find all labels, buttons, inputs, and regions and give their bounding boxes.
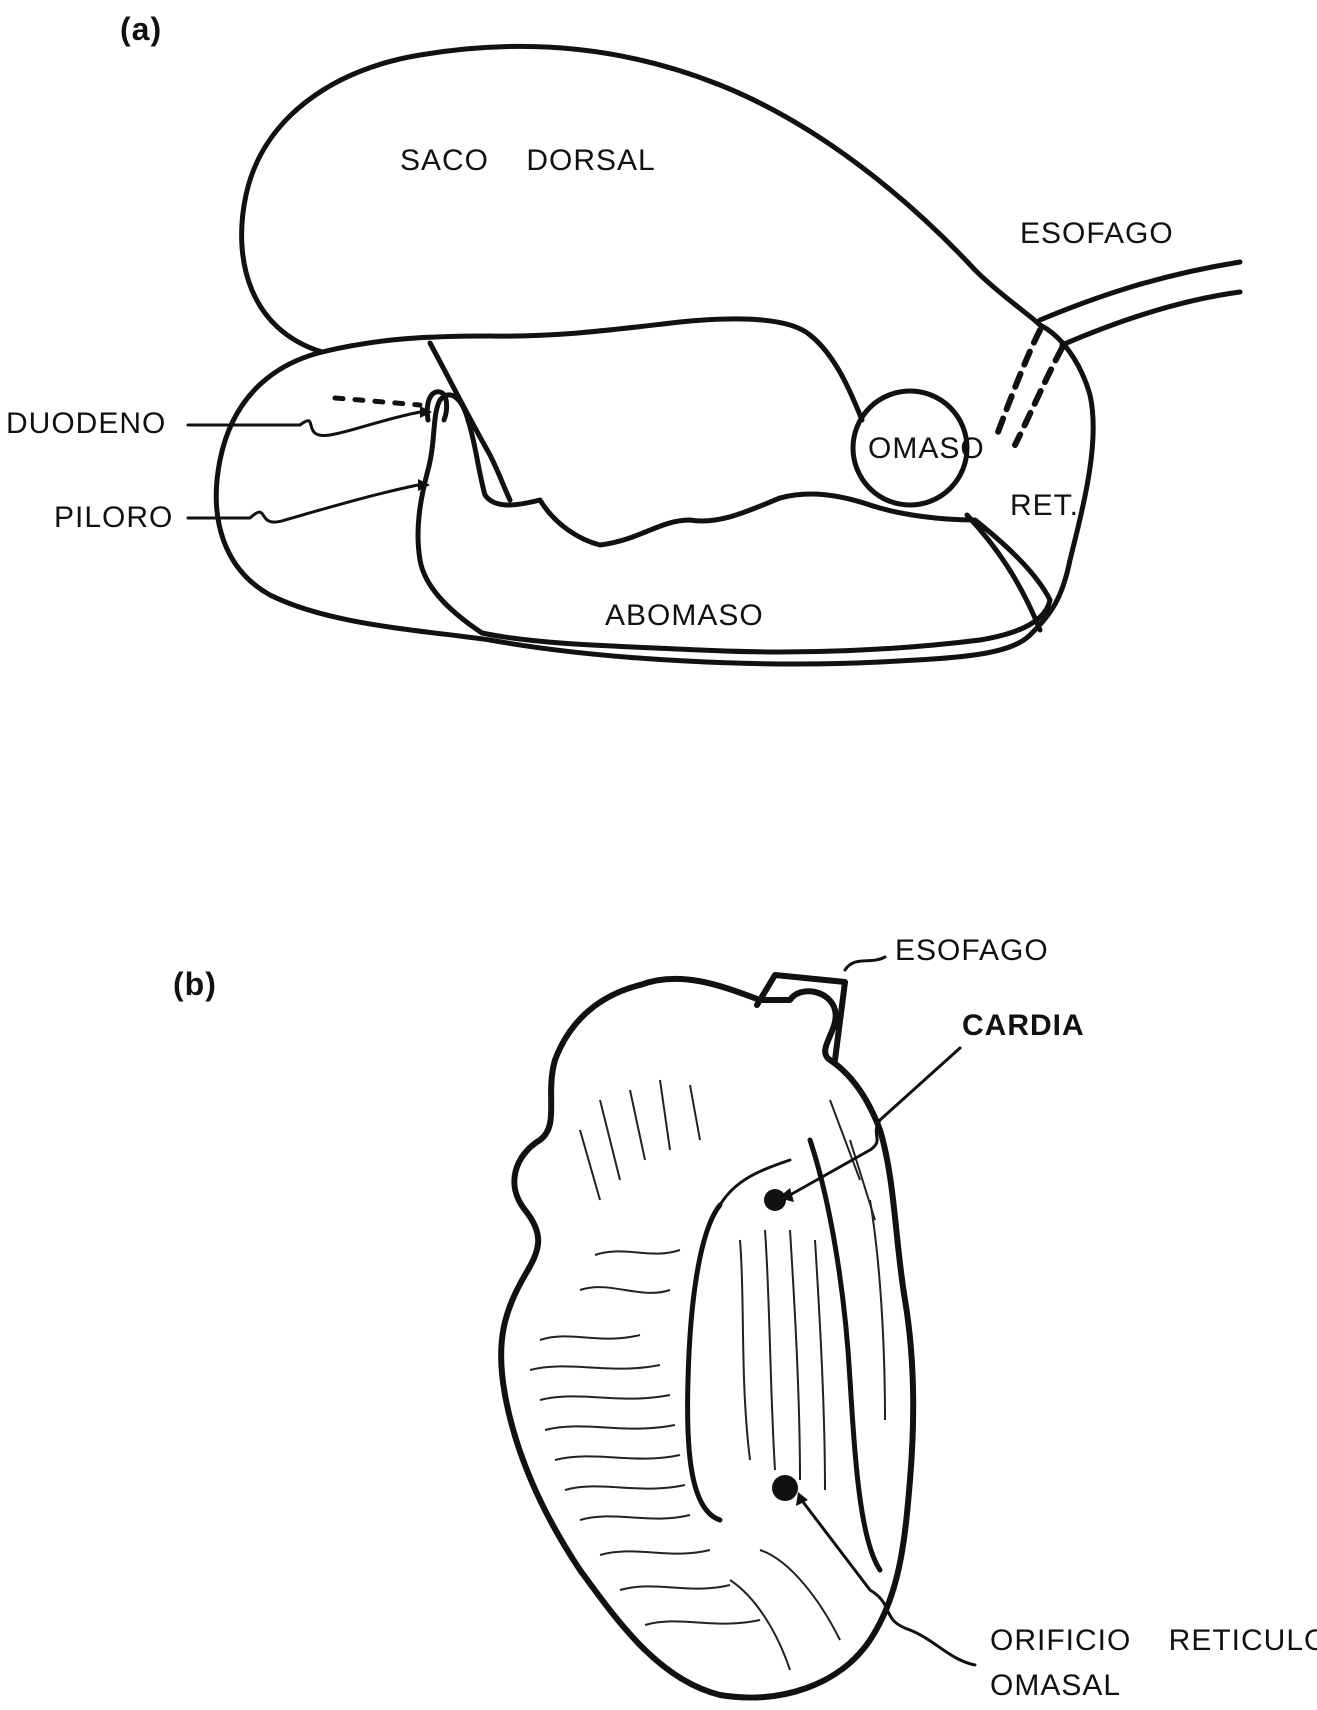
abomaso-label: ABOMASO bbox=[605, 599, 764, 632]
esofago-stub bbox=[757, 975, 845, 1060]
cardia-dot bbox=[764, 1189, 786, 1211]
piloro-leader bbox=[188, 485, 418, 522]
orificio-label-line2: OMASAL bbox=[990, 1669, 1121, 1702]
esofago-b-leader bbox=[845, 957, 885, 970]
esofago-label: ESOFAGO bbox=[1020, 217, 1174, 250]
piloro-label: PILORO bbox=[54, 501, 173, 534]
duodeno-label: DUODENO bbox=[6, 407, 166, 440]
saco-dorsal-outline bbox=[242, 46, 1040, 352]
panel-a: (a) SACO DORSAL ESOFAGO DUODE bbox=[6, 11, 1240, 664]
panel-b: (b) bbox=[173, 934, 1317, 1702]
reticulo-outline bbox=[501, 979, 913, 1698]
esofago-tube-upper bbox=[1040, 262, 1240, 320]
orificio-label-line1: ORIFICIO RETICULO bbox=[990, 1624, 1317, 1657]
panel-b-label: (b) bbox=[173, 966, 217, 1002]
omaso-label: OMASO bbox=[868, 432, 985, 465]
mucosa-texture bbox=[530, 1080, 885, 1670]
esofago-dashed-1 bbox=[995, 330, 1040, 440]
reticular-groove-left bbox=[688, 1205, 720, 1520]
orificio-dot bbox=[772, 1475, 798, 1501]
panel-a-label: (a) bbox=[120, 11, 162, 47]
cardia-label: CARDIA bbox=[962, 1009, 1085, 1042]
esofago-b-label: ESOFAGO bbox=[895, 934, 1049, 967]
ret-label: RET. bbox=[1010, 489, 1079, 522]
orificio-leader bbox=[800, 1498, 975, 1665]
duodeno-leader bbox=[188, 412, 420, 436]
duodeno-dashes bbox=[335, 398, 420, 405]
saco-dorsal-label: SACO DORSAL bbox=[400, 144, 656, 177]
